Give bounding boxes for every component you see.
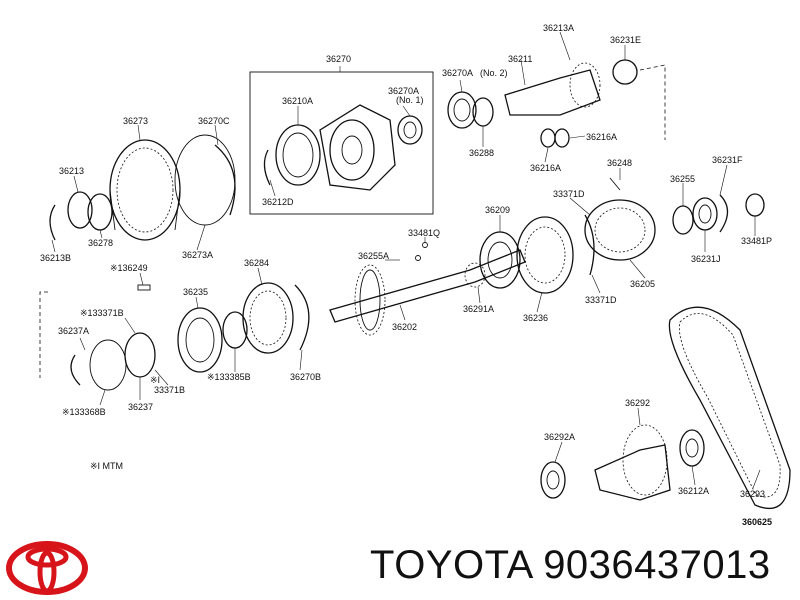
label-136249: ※136249 [110,263,148,273]
label-33481P: 33481P [741,236,772,246]
label-36288: 36288 [469,148,494,158]
label-36205: 36205 [630,279,655,289]
label-36210A: 36210A [282,96,313,106]
label-36255A: 36255A [358,251,389,261]
label-36213B: 36213B [40,253,71,263]
label-33371D-bottom: 33371D [585,295,617,305]
label-36213A: 36213A [543,23,574,33]
label-36216A-bottom: 36216A [530,163,561,173]
label-36270: 36270 [326,54,351,64]
label-36236: 36236 [523,313,548,323]
label-36212A: 36212A [678,486,709,496]
brand-name: TOYOTA [370,543,532,587]
driven-sprocket-group [540,424,705,501]
label-36216A-right: 36216A [586,132,617,142]
diagram-code: 360625 [742,517,772,527]
label-36231E: 36231E [610,35,641,45]
label-33481Q: 33481Q [408,228,440,238]
label-36231J: 36231J [691,254,721,264]
label-36278: 36278 [88,238,113,248]
label-36292: 36292 [625,398,650,408]
label-36202: 36202 [392,322,417,332]
label-36237A: 36237A [58,326,89,336]
label-36211: 36211 [508,54,532,64]
label-36293: 36293 [740,489,765,499]
carrier-assembly [263,104,423,191]
label-36209: 36209 [485,205,510,215]
label-36248: 36248 [607,158,632,168]
part-labels: 36270 36210A 36270A (No. 1) 36212D 36273… [40,23,772,527]
label-36270A-no2: 36270A [442,68,473,78]
carrier-group-box [249,71,434,215]
label-36284: 36284 [244,258,269,268]
label-33371B-b: 33371B [154,385,185,395]
label-36235: 36235 [183,287,208,297]
label-36237: 36237 [128,402,153,412]
toyota-logo-icon [6,541,88,595]
clutch-drive-group [479,177,765,294]
synchro-group [39,282,310,391]
label-36273: 36273 [123,116,148,126]
transfer-chain [668,306,791,510]
exploded-parts-diagram: 36270 36210A 36270A (No. 1) 36212D 36273… [39,23,791,527]
label-133368B: ※133368B [62,407,106,417]
brand-part-number: TOYOTA 9036437013 [370,543,771,588]
label-36270A-no1: 36270A [388,86,419,96]
legend-note: ※I MTM [90,461,123,471]
label-36291A: 36291A [463,304,494,314]
label-36270C: 36270C [198,116,230,126]
label-36270B: 36270B [290,372,321,382]
label-36213: 36213 [59,166,84,176]
label-36212D: 36212D [262,197,294,207]
label-36231F: 36231F [712,155,743,165]
label-36273A: 36273A [182,250,213,260]
label-no1: (No. 1) [396,95,424,105]
label-133385B: ※133385B [207,372,251,382]
main-shaft [329,242,526,336]
leader-lines [51,31,761,489]
label-133371B: ※133371B [80,308,124,318]
label-36255: 36255 [670,174,695,184]
label-33371D-top: 33371D [553,189,585,199]
label-no2: (No. 2) [480,68,508,78]
label-33371B-a: ※I [150,375,160,385]
part-number: 9036437013 [543,543,771,587]
label-36292A: 36292A [544,432,575,442]
ring-gear-group [49,134,236,241]
